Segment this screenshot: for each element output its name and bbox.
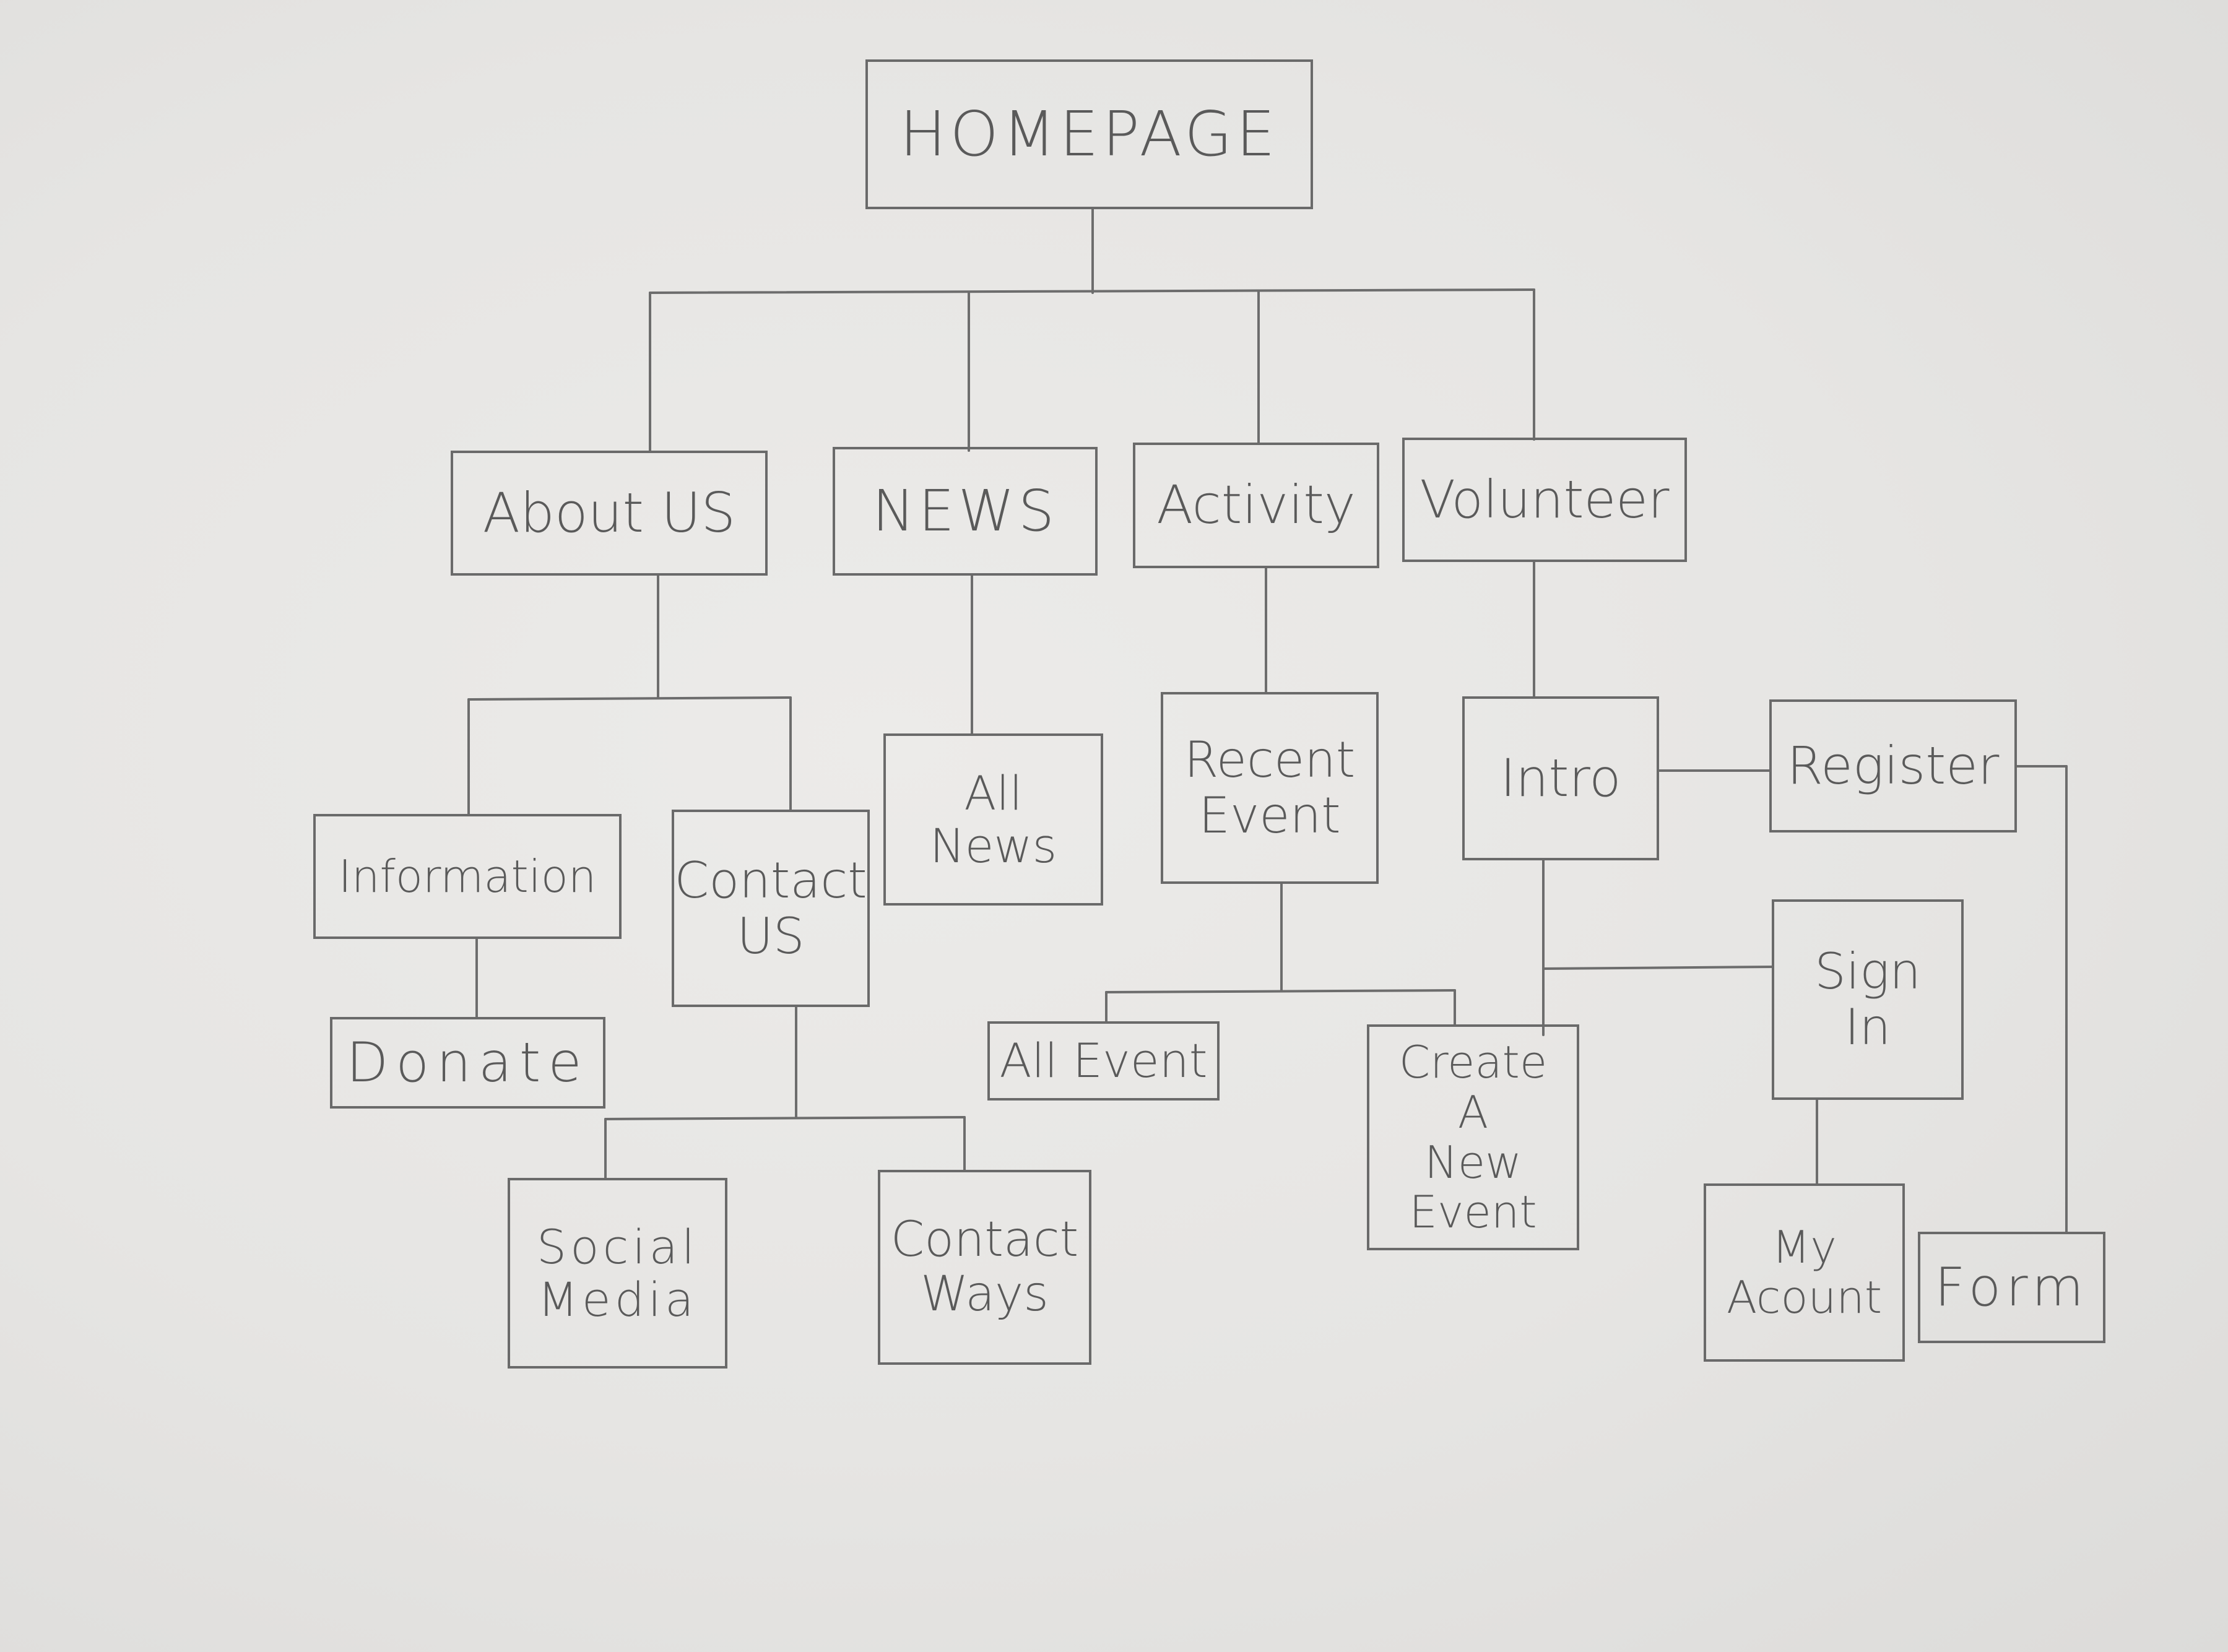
node-about-us[interactable]: About US xyxy=(451,451,768,576)
edge-recent-bus xyxy=(1105,989,1456,993)
node-intro[interactable]: Intro xyxy=(1462,696,1659,860)
node-my-account[interactable]: My Acount xyxy=(1704,1183,1905,1362)
edge-contact-bus xyxy=(604,1116,966,1120)
node-volunteer[interactable]: Volunteer xyxy=(1402,438,1687,562)
node-activity[interactable]: Activity xyxy=(1133,443,1379,568)
node-form[interactable]: Form xyxy=(1918,1232,2105,1343)
node-information[interactable]: Information xyxy=(313,814,622,939)
edge-about-bus xyxy=(467,696,792,701)
node-sign-in[interactable]: Sign In xyxy=(1772,899,1964,1100)
node-contact-ways[interactable]: Contact Ways xyxy=(878,1170,1091,1365)
node-social-media[interactable]: Social Media xyxy=(508,1178,727,1369)
node-donate[interactable]: Donate xyxy=(330,1017,605,1109)
edge-intro-signin xyxy=(1542,966,1773,970)
node-all-event[interactable]: All Event xyxy=(987,1021,1220,1101)
edge-home-bus xyxy=(649,288,1535,294)
node-homepage[interactable]: HOMEPAGE xyxy=(865,59,1313,209)
node-recent-event[interactable]: Recent Event xyxy=(1161,692,1379,884)
node-all-news[interactable]: All News xyxy=(883,733,1103,906)
node-create-a-new-event[interactable]: Create A New Event xyxy=(1367,1024,1579,1250)
node-news[interactable]: NEWS xyxy=(833,447,1098,576)
node-contact-us[interactable]: Contact US xyxy=(672,810,870,1007)
node-register[interactable]: Register xyxy=(1769,699,2017,832)
